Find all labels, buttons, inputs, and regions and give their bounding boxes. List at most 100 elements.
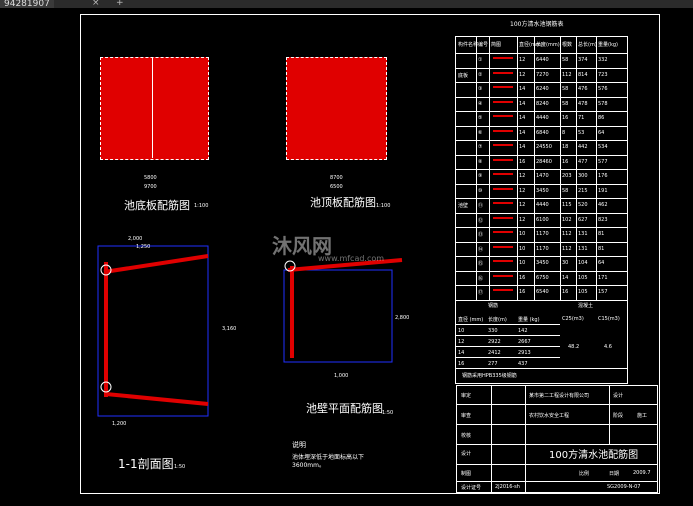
table-cell: 16	[562, 158, 569, 165]
table-cell: 520	[578, 202, 588, 208]
table-cell: 71	[578, 115, 585, 121]
table-cell: ⑯	[478, 275, 484, 282]
table-cell: 16	[519, 274, 526, 281]
table-row	[456, 140, 627, 141]
table-cell: ⑬	[478, 232, 484, 238]
tb-date-label: 日期	[609, 471, 620, 477]
table-cell: 176	[598, 173, 608, 179]
table-cell: 58	[562, 86, 569, 92]
table-cell: 18	[562, 144, 569, 150]
bottom-slab-scale: 1:100	[194, 203, 209, 209]
bottom-slab-divider	[152, 57, 153, 158]
bottom-dim-width: 9700	[144, 184, 157, 190]
table-row	[456, 256, 627, 257]
summary-cell: 12	[458, 338, 465, 345]
table-cell: 6540	[536, 289, 549, 295]
summary-header-cell: 长度(m)	[488, 316, 507, 323]
top-dim-width: 6500	[330, 184, 343, 190]
table-cell: 16	[519, 158, 526, 165]
new-tab-icon[interactable]: +	[116, 0, 124, 8]
table-cell: ①	[478, 57, 483, 63]
table-cell: 10	[519, 245, 526, 252]
rebar-sketch	[493, 57, 513, 65]
table-cell: 16	[562, 289, 569, 295]
top-slab-title: 池顶板配筋图	[310, 196, 376, 209]
table-cell: 81	[598, 231, 605, 237]
table-cell: 8240	[536, 100, 549, 107]
document-tab[interactable]: 94281907	[0, 0, 54, 9]
tab-close-icon[interactable]: ×	[92, 0, 100, 8]
tb-stage-label: 阶段	[613, 413, 624, 419]
table-header-cell: 编号	[478, 42, 489, 48]
table-cell: 300	[578, 173, 588, 179]
table-col-line	[534, 37, 535, 300]
tb-project-title: 100方清水池配筋图	[549, 450, 639, 461]
table-cell: ⑥	[478, 129, 483, 136]
rebar-sketch	[493, 71, 513, 80]
bottom-dim-inner: 5800	[144, 175, 157, 181]
summary-cell: 437	[518, 360, 528, 367]
tb-role-3: 设计	[461, 451, 472, 457]
tb-stage: 施工	[637, 413, 648, 419]
tb-ratio-label: 比例	[579, 471, 590, 477]
wall-drawing[interactable]	[262, 240, 412, 370]
table-col-line	[476, 37, 477, 300]
section-rebar-top	[103, 254, 209, 274]
tb-role-5: 设计证号	[461, 485, 482, 491]
tb-subproject: 农村饮水安全工程	[529, 413, 570, 419]
table-cell: 28460	[536, 158, 552, 165]
table-cell: 58	[562, 100, 569, 107]
tb-sheet-no: SG2009-N-07	[607, 484, 641, 490]
table-cell: 6100	[536, 216, 549, 223]
table-cell: 157	[598, 289, 608, 295]
summary-cell: 2412	[488, 349, 501, 356]
table-cell: 12	[519, 57, 526, 63]
table-cell: 104	[578, 260, 588, 266]
table-cell: 16	[519, 289, 526, 295]
table-header-cell: 根数	[562, 42, 573, 48]
summary-header-cell: C25(m3)	[562, 315, 584, 322]
table-cell: 12	[519, 216, 526, 223]
rebar-sketch	[493, 173, 513, 181]
table-cell: 6440	[536, 57, 549, 63]
section-mark-top	[100, 264, 112, 276]
table-cell: 112	[562, 245, 572, 252]
table-cell: 203	[562, 173, 572, 179]
table-cell: 3450	[536, 260, 549, 266]
summary-title-right: 混凝土	[578, 302, 594, 309]
table-cell: 215	[578, 187, 588, 194]
table-cell: 6750	[536, 274, 549, 281]
table-cell: 64	[598, 129, 605, 136]
rebar-sketch	[493, 86, 513, 94]
rebar-sketch	[493, 289, 513, 297]
table-row	[456, 212, 627, 214]
table-cell: 1470	[536, 173, 549, 179]
rebar-sketch	[493, 158, 513, 167]
section-outline	[97, 245, 209, 417]
rebar-sketch	[493, 187, 513, 196]
table-cell: 115	[562, 202, 572, 208]
table-cell: 576	[598, 86, 608, 92]
table-row	[456, 169, 627, 170]
table-cell: 24550	[536, 144, 552, 150]
summary-cell: 16	[458, 360, 465, 367]
tb-design-label: 设计	[613, 393, 624, 399]
table-row	[456, 241, 627, 243]
table-cell: 102	[562, 216, 572, 223]
table-cell: 10	[519, 231, 526, 237]
table-cell: 12	[519, 173, 526, 179]
table-cell: ⑩	[478, 187, 483, 194]
summary-header-cell: 直径 (mm)	[458, 316, 484, 323]
table-cell: 底板	[458, 72, 469, 79]
section-scale: 1:50	[174, 464, 186, 470]
section-rebar-bottom	[105, 392, 209, 406]
section-drawing[interactable]	[88, 232, 228, 432]
section-mark-bottom	[100, 381, 112, 393]
table-footer: 钢筋采用HPB335级钢筋	[462, 372, 517, 379]
table-header-cell: 简图	[491, 42, 502, 48]
table-row	[456, 125, 627, 127]
table-cell: 6240	[536, 86, 549, 92]
table-col-line	[489, 37, 490, 300]
table-col-line	[576, 37, 577, 300]
table-cell: 3450	[536, 187, 549, 194]
